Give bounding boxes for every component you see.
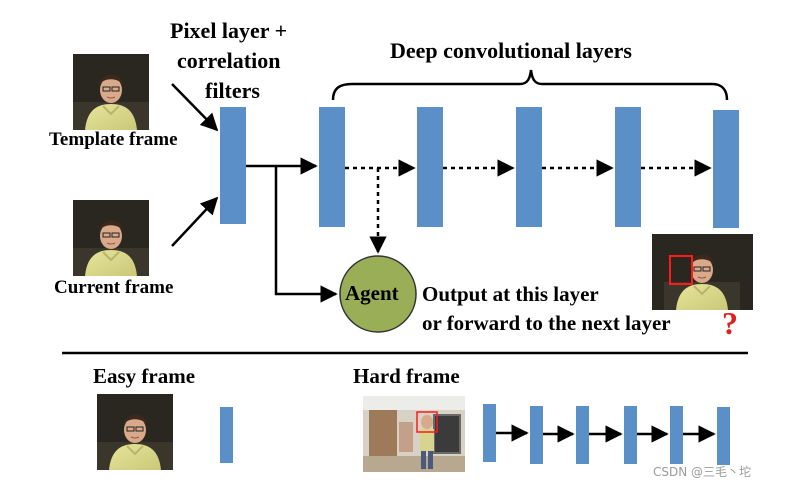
pixel-layer-label-line3: filters xyxy=(205,78,260,103)
agent-label: Agent xyxy=(345,281,399,305)
deep-conv-label: Deep convolutional layers xyxy=(390,38,632,63)
current-arrow xyxy=(171,196,219,247)
conv-layer-1 xyxy=(319,107,345,227)
output-text-line1: Output at this layer xyxy=(422,282,599,306)
conv-layer-3 xyxy=(516,107,542,227)
hard-layer-2 xyxy=(530,406,543,464)
output-photo xyxy=(652,233,753,311)
question-mark-icon: ? xyxy=(722,305,738,341)
current-frame-label: Current frame xyxy=(54,277,174,298)
easy-frame-photo xyxy=(96,393,174,471)
hard-layer-1 xyxy=(483,404,496,462)
watermark: CSDN @三毛丶坨 xyxy=(653,465,752,479)
agent-input-arrow xyxy=(274,166,338,303)
conv-layer-2 xyxy=(417,107,443,227)
conv-layer-4 xyxy=(615,107,641,227)
hard-layer-6 xyxy=(717,407,730,465)
conv-brace xyxy=(331,69,729,101)
hard-layer-3 xyxy=(576,406,589,464)
hard-layer-4 xyxy=(624,406,637,464)
easy-layer xyxy=(220,407,233,463)
agent-circle xyxy=(339,255,417,333)
pixel-layer-block xyxy=(220,107,246,224)
conv-layer-5 xyxy=(713,110,739,228)
easy-frame-label: Easy frame xyxy=(93,364,196,388)
template-frame-photo xyxy=(72,53,150,131)
hard-frame-label: Hard frame xyxy=(353,364,460,388)
face-box-icon xyxy=(669,255,693,285)
pixel-layer-label-line2: correlation xyxy=(177,48,281,73)
output-text-line2: or forward to the next layer xyxy=(422,311,671,335)
current-frame-photo xyxy=(72,199,150,277)
template-arrow xyxy=(171,83,219,132)
hard-frame-photo xyxy=(363,396,465,472)
template-frame-label: Template frame xyxy=(49,129,178,150)
pixel-layer-label-line1: Pixel layer + xyxy=(170,18,288,43)
face-box-icon xyxy=(416,411,438,433)
hard-layer-5 xyxy=(670,406,683,464)
